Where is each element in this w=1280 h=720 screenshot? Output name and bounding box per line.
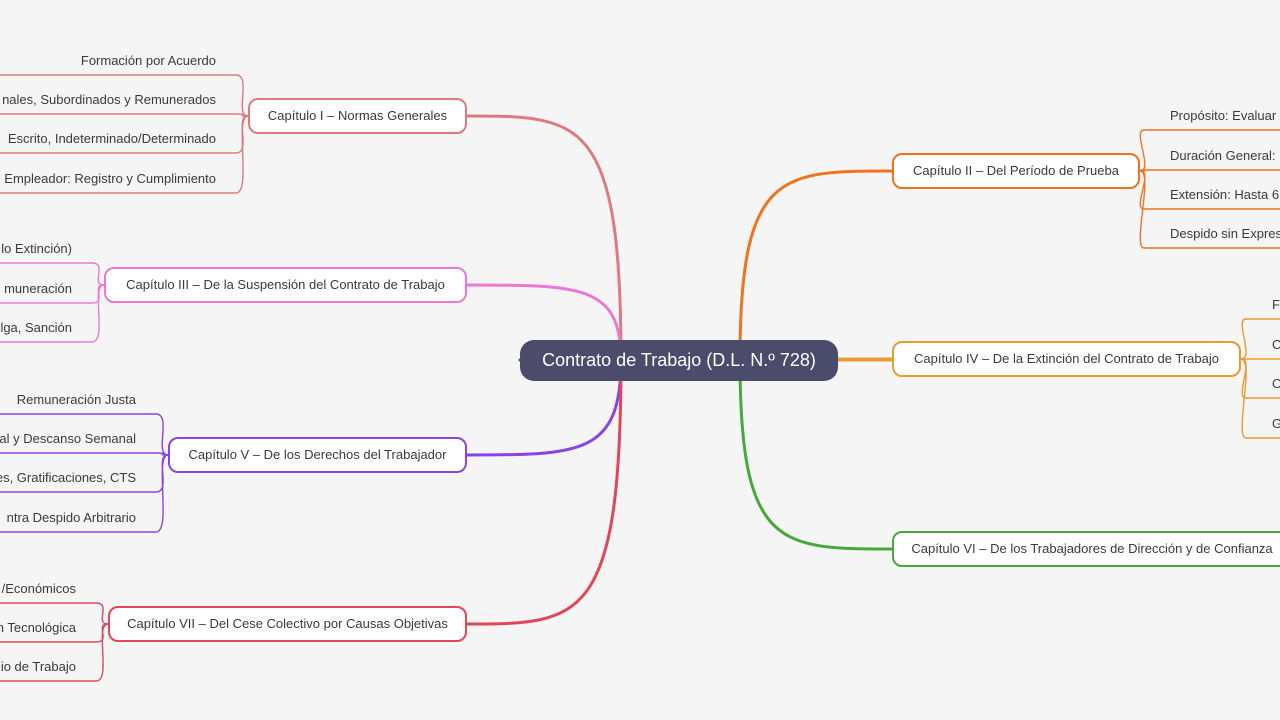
branch-capitulo-vii[interactable]: Capítulo VII – Del Cese Colectivo por Ca… — [108, 606, 467, 642]
root-connector — [465, 283, 623, 362]
root-connector — [738, 169, 894, 362]
branch-capitulo-iv[interactable]: Capítulo IV – De la Extinción del Contra… — [892, 341, 1241, 377]
leaf-topic[interactable]: n Tecnológica — [0, 620, 76, 635]
leaf-topic[interactable]: Escrito, Indeterminado/Determinado — [7, 131, 216, 146]
leaf-topic[interactable]: Extensión: Hasta 6 — [1170, 187, 1280, 202]
leaf-topic[interactable]: O — [1272, 376, 1280, 391]
branch-capitulo-iii[interactable]: Capítulo III – De la Suspensión del Cont… — [104, 267, 467, 303]
leaf-connector — [0, 284, 105, 343]
leaf-topic[interactable]: Despido sin Expres — [1170, 226, 1280, 241]
leaf-connector — [0, 454, 169, 493]
leaf-connector — [0, 113, 249, 117]
root-connector — [465, 358, 623, 626]
leaf-connector — [0, 262, 105, 286]
leaf-connector — [1240, 358, 1280, 399]
leaf-topic[interactable]: G — [1272, 416, 1280, 431]
leaf-connector — [0, 115, 249, 194]
branch-capitulo-ii[interactable]: Capítulo II – Del Período de Prueba — [892, 153, 1140, 189]
leaf-connector — [1240, 318, 1280, 360]
leaf-topic[interactable]: es, Gratificaciones, CTS — [0, 470, 136, 485]
leaf-topic[interactable]: Formación por Acuerdo — [80, 53, 216, 68]
leaf-topic[interactable]: Remuneración Justa — [16, 392, 136, 407]
root-connector — [738, 358, 894, 551]
leaf-connector — [0, 623, 109, 682]
leaf-topic[interactable]: nales, Subordinados y Remunerados — [2, 92, 216, 107]
leaf-connector — [1139, 170, 1280, 249]
leaf-topic[interactable]: Fi — [1272, 297, 1280, 312]
root-connector — [465, 114, 623, 362]
leaf-topic[interactable]: ntra Despido Arbitrario — [6, 510, 136, 525]
branch-capitulo-v[interactable]: Capítulo V – De los Derechos del Trabaja… — [168, 437, 467, 473]
leaf-topic[interactable]: ral y Descanso Semanal — [0, 431, 136, 446]
root-node[interactable]: Contrato de Trabajo (D.L. N.º 728) — [520, 340, 838, 381]
leaf-connector — [0, 413, 169, 456]
leaf-connector — [1139, 169, 1280, 172]
leaf-topic[interactable]: Propósito: Evaluar — [1170, 108, 1277, 123]
leaf-topic[interactable]: Empleador: Registro y Cumplimiento — [4, 171, 216, 186]
leaf-connector — [0, 74, 249, 117]
leaf-connector — [0, 452, 169, 456]
branch-capitulo-i[interactable]: Capítulo I – Normas Generales — [248, 98, 467, 134]
leaf-topic[interactable]: /Económicos — [1, 581, 76, 596]
leaf-topic[interactable]: lga, Sanción — [0, 320, 72, 335]
leaf-topic[interactable]: Duración General: — [1170, 148, 1276, 163]
root-connector — [465, 358, 623, 457]
leaf-topic[interactable]: lo Extinción) — [1, 241, 72, 256]
leaf-connector — [0, 454, 169, 533]
leaf-connector — [1240, 358, 1280, 439]
leaf-connector — [0, 602, 109, 625]
leaf-topic[interactable]: C — [1272, 337, 1280, 352]
branch-capitulo-vi[interactable]: Capítulo VI – De los Trabajadores de Dir… — [892, 531, 1280, 567]
leaf-topic[interactable]: muneración — [4, 281, 72, 296]
leaf-connector — [0, 115, 249, 154]
leaf-topic[interactable]: io de Trabajo — [0, 659, 76, 674]
